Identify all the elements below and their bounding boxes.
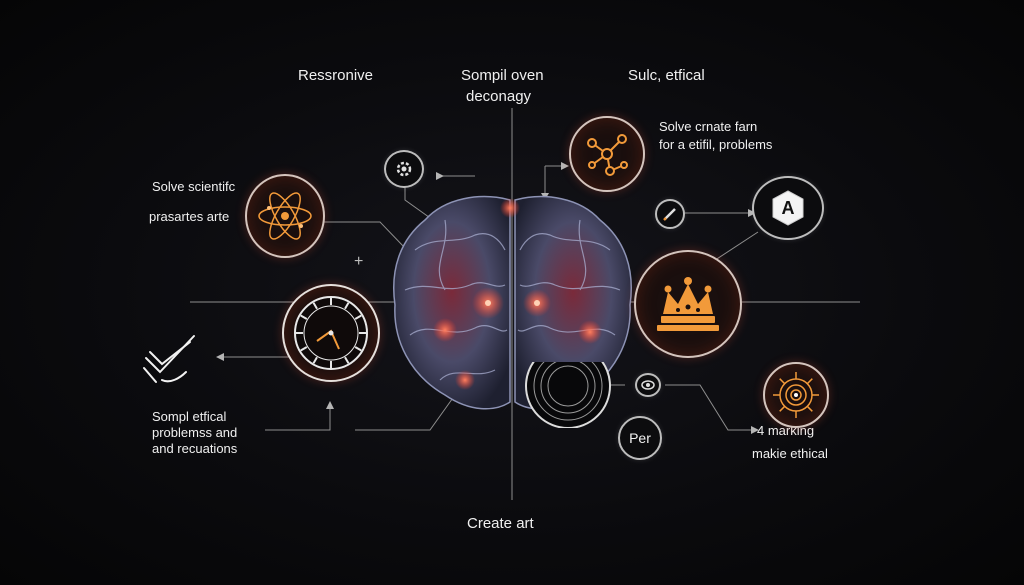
crown-node [634,250,742,358]
mandala-icon [773,372,819,418]
hexagon-letter-icon: A [769,189,807,227]
label-top-center-2: deconagy [466,88,532,105]
label-bottom-center: Create art [467,515,534,532]
label-top-right: Sulc, etfical [628,67,705,84]
hexagon-letter: A [781,198,795,218]
label-left-top-2: prasartes arte [149,209,230,224]
pen-icon [663,208,676,221]
vinyl-record [522,362,614,428]
dial-node [282,284,380,382]
crown-icon [657,277,719,331]
checkmark-doodle [140,328,202,388]
dial-icon [294,296,368,370]
checkmark-icon [143,335,195,383]
label-right-top-2: for a etifil, problems [659,137,773,152]
hexagon-node: A [752,176,824,240]
molecule-node [569,116,645,192]
brain-illustration [385,190,640,425]
per-node-label: Per [629,430,651,446]
mandala-node [763,362,829,428]
label-left-bottom-1: Sompl etfical [152,409,227,424]
brain-icon [393,195,632,410]
label-right-bottom-2: makie ethical [752,446,828,461]
molecule-icon [587,134,628,176]
per-node: Per [618,416,662,460]
label-top-left: Ressronive [298,67,374,84]
gear-node [384,150,424,188]
label-left-bottom-3: and recuations [152,441,238,456]
label-left-bottom-2: problemss and [152,425,238,440]
atom-icon [258,192,312,240]
label-right-top-1: Solve crnate farn [659,119,758,134]
label-left-top-1: Solve scientifc [152,179,236,194]
eye-icon [641,380,655,390]
gear-icon [396,161,412,177]
label-top-center-1: Sompil oven [461,67,544,84]
vinyl-icon [525,362,611,428]
eye-node [635,373,661,397]
pen-node [655,199,685,229]
atom-node [245,174,325,258]
svg-text:+: + [354,253,363,270]
